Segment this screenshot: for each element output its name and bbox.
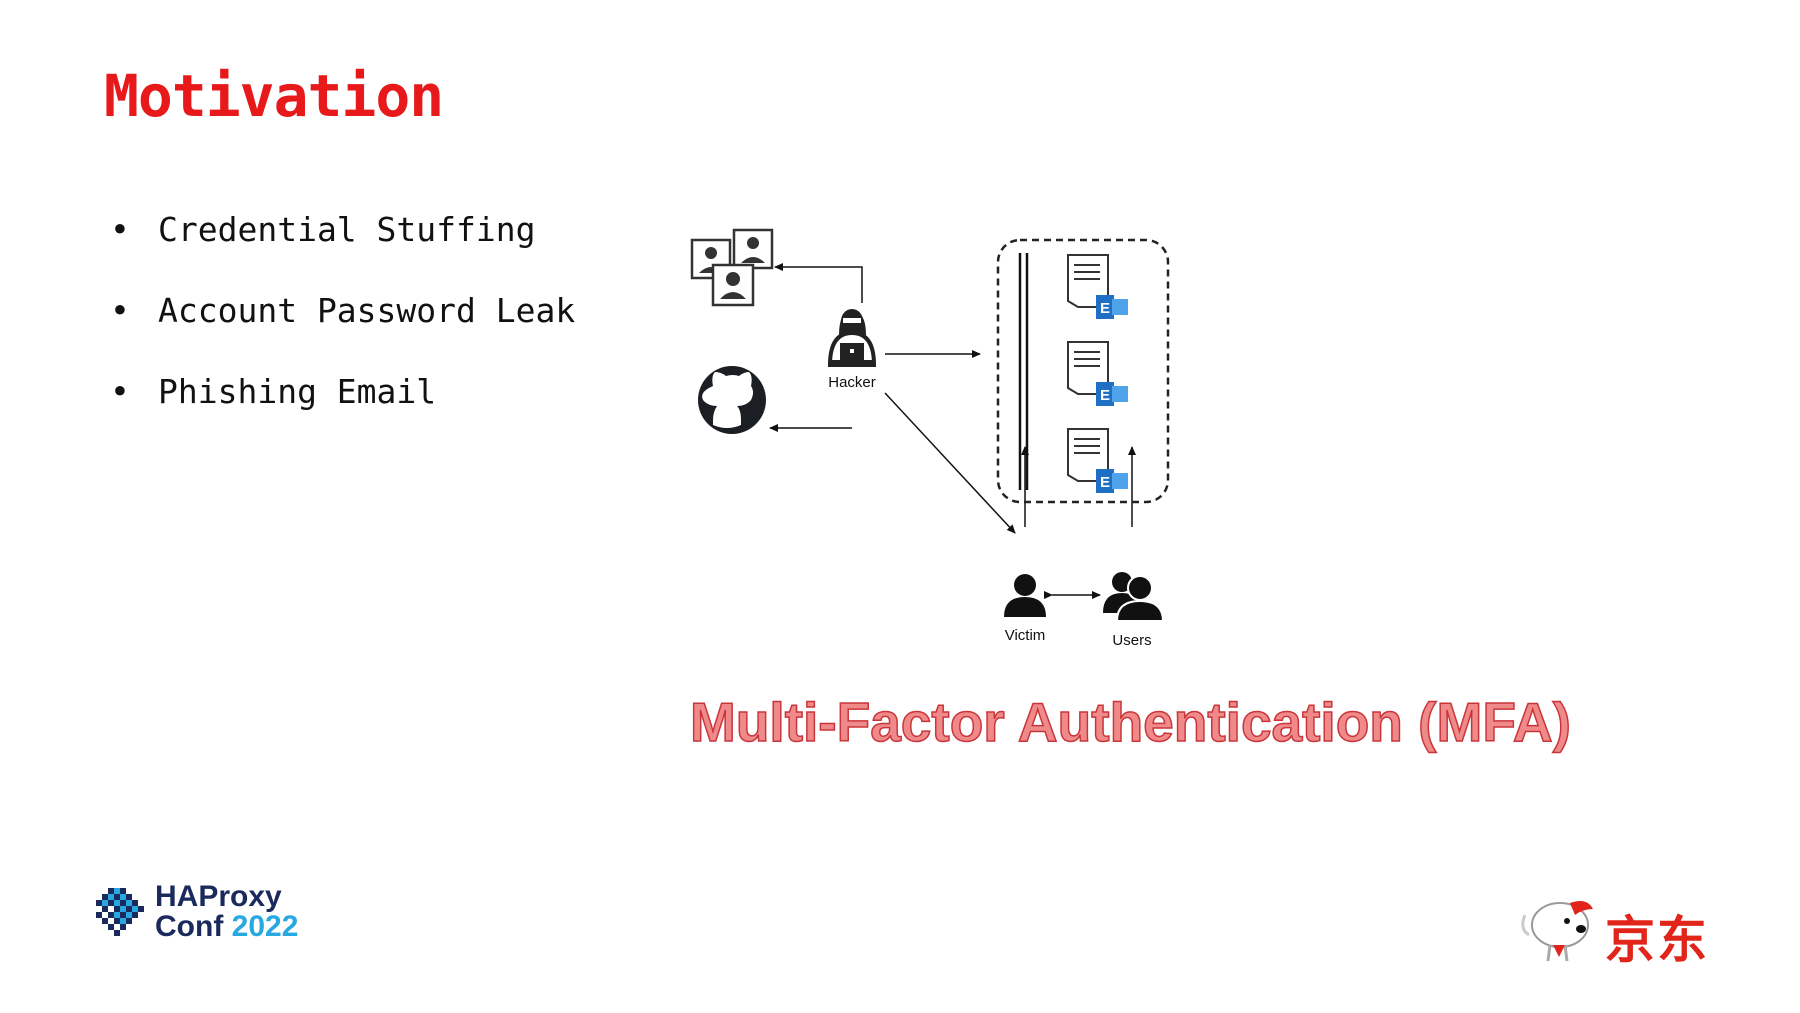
conf-line: Conf 2022 [155, 910, 298, 944]
bullet-text: Credential Stuffing [158, 210, 536, 249]
conf-name: HAProxy [155, 880, 282, 913]
conf-word: Conf [155, 910, 224, 943]
mfa-highlight: Multi-Factor Authentication (MFA) [689, 690, 1571, 754]
bullet-item: • Account Password Leak [110, 291, 575, 372]
github-icon [698, 366, 766, 434]
victim-icon [1004, 574, 1046, 617]
users-icon [1103, 572, 1165, 622]
bullet-item: • Phishing Email [110, 372, 575, 453]
victim-label: Victim [1005, 627, 1046, 644]
profiles-icon [690, 228, 774, 307]
bullet-dot: • [110, 372, 130, 411]
conf-year: 2022 [231, 910, 299, 943]
hacker-icon [827, 309, 877, 367]
exchange-icon [1096, 382, 1114, 406]
bullet-text: Account Password Leak [158, 291, 576, 330]
bullet-dot: • [110, 291, 130, 330]
diagram-arrows [769, 263, 1136, 534]
jd-brand-text: 京东 [1605, 911, 1709, 969]
exchange-server: E [1067, 341, 1128, 406]
slide-title: Motivation [104, 62, 444, 130]
exchange-icon [1096, 295, 1114, 319]
bullet-list: • Credential Stuffing • Account Password L… [110, 210, 575, 453]
bullet-item: • Credential Stuffing [110, 210, 575, 291]
hacker-label: Hacker [828, 374, 876, 391]
bullet-text: Phishing Email [158, 372, 437, 411]
exchange-badge: E [1100, 300, 1110, 317]
users-label: Users [1112, 632, 1151, 649]
attack-diagram: Hacker E E [690, 228, 1170, 649]
exchange-badge: E [1100, 387, 1110, 404]
exchange-icon [1096, 469, 1114, 493]
exchange-server: E [1067, 254, 1128, 319]
haproxy-logo-icon [96, 888, 144, 936]
server-cluster-box [996, 238, 1170, 504]
bullet-dot: • [110, 210, 130, 249]
exchange-badge: E [1100, 474, 1110, 491]
exchange-server: E [1067, 428, 1128, 493]
jd-mascot-icon [1521, 901, 1593, 962]
